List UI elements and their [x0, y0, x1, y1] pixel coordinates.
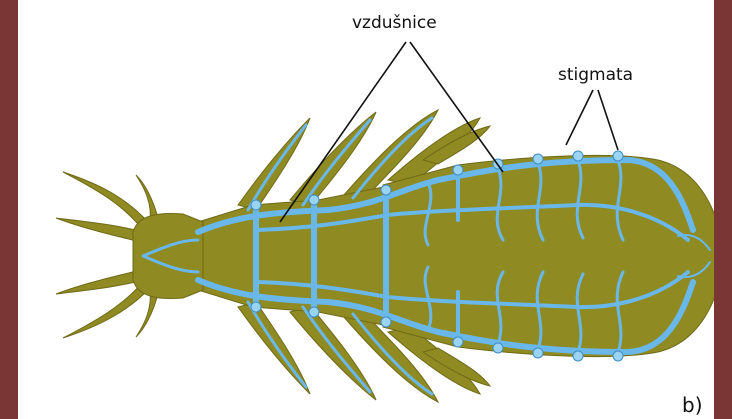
spiracle	[613, 351, 623, 361]
spiracle	[533, 348, 543, 358]
spiracle	[453, 337, 463, 347]
insect-tracheal-diagram: vzdušnice stigmata b)	[18, 0, 714, 419]
antenna-upper-2	[56, 218, 143, 242]
spiracle	[309, 307, 319, 317]
panel-label: b)	[682, 393, 703, 417]
spiracle	[573, 351, 583, 361]
leader-spiracles-2	[598, 90, 618, 150]
spiracle	[381, 317, 391, 327]
spiracle	[573, 151, 583, 161]
spiracle	[493, 343, 503, 353]
diagram-canvas: vzdušnice stigmata b)	[18, 0, 714, 419]
spiracle	[453, 165, 463, 175]
spiracle	[251, 200, 261, 210]
label-spiracles: stigmata	[558, 65, 633, 85]
label-tracheae: vzdušnice	[352, 13, 437, 33]
spiracle	[309, 195, 319, 205]
spiracle	[381, 185, 391, 195]
spiracle	[533, 154, 543, 164]
spiracle	[613, 151, 623, 161]
antenna-lower-2	[56, 270, 143, 294]
spiracle	[251, 302, 261, 312]
leader-spiracles-1	[566, 90, 593, 145]
